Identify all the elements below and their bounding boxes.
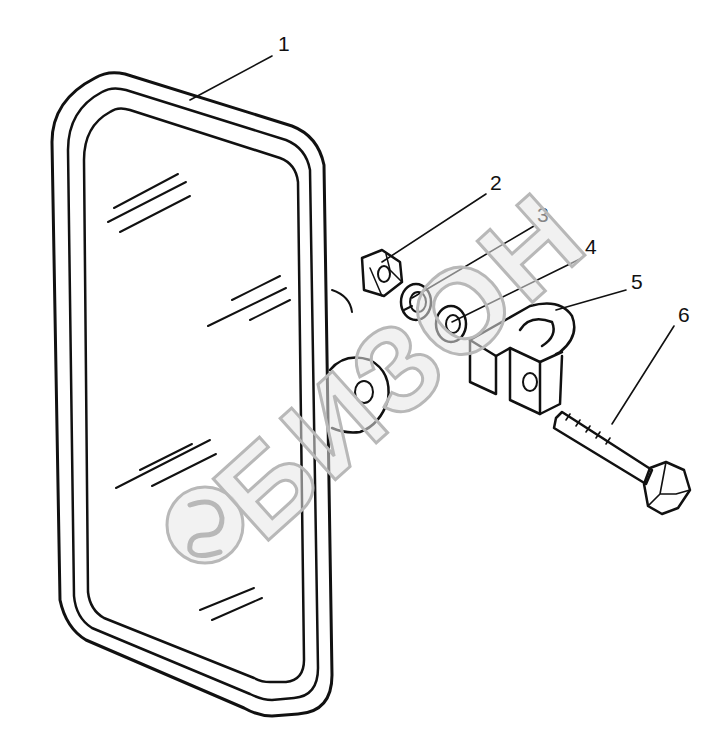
- bolt: [554, 412, 690, 514]
- nut-hole: [378, 266, 390, 282]
- mirror-glass: [84, 108, 304, 682]
- callout-number: 1: [278, 33, 290, 54]
- callout-number: 6: [678, 304, 690, 325]
- callout-number: 2: [490, 172, 502, 193]
- glass-glare: [108, 174, 290, 620]
- watermark: БИЗОН: [194, 171, 606, 559]
- lug-side: [332, 290, 352, 312]
- callout-number: 5: [631, 271, 643, 292]
